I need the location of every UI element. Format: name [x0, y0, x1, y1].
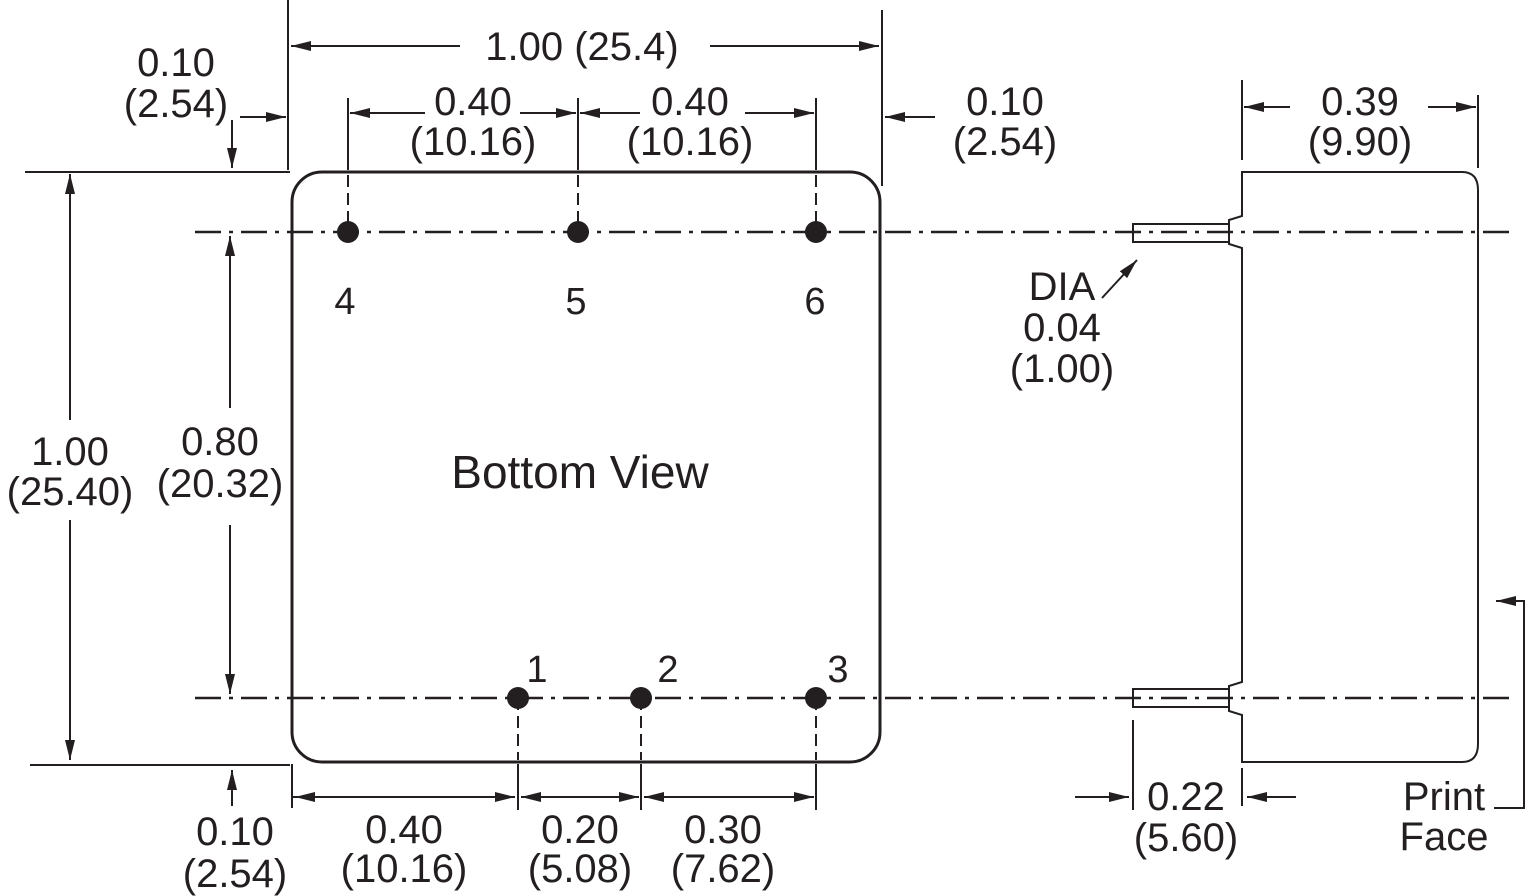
dim-pin-length-mm: (5.60) — [1134, 816, 1239, 860]
view-label: Bottom View — [451, 446, 709, 498]
dim-bottom-margin-mm: (2.54) — [183, 852, 288, 896]
dim-pin-dia-mm: (1.00) — [1010, 347, 1115, 391]
pin-label-2: 2 — [657, 649, 678, 691]
pin-label-6: 6 — [804, 281, 825, 323]
module-body-side-view — [1228, 171, 1479, 763]
module-body-bottom-view — [290, 170, 882, 764]
dim-right-margin-mm: (2.54) — [953, 120, 1058, 164]
pin-2 — [630, 687, 652, 709]
dim-pin-length-in: 0.22 — [1147, 775, 1225, 819]
dim-depth-mm: (9.90) — [1308, 120, 1413, 164]
dim-pitch-top-b-in: 0.40 — [651, 80, 729, 124]
dim-overall-width: 1.00 (25.4) — [485, 25, 678, 69]
dim-row-spacing-in: 0.80 — [181, 420, 259, 464]
dim-pitch-top-a-in: 0.40 — [434, 80, 512, 124]
pin-label-5: 5 — [565, 281, 586, 323]
pin-1 — [507, 687, 529, 709]
dim-bottom-b-mm: (5.08) — [528, 847, 633, 891]
pin-3 — [805, 687, 827, 709]
dim-right-margin-in: 0.10 — [966, 80, 1044, 124]
dim-left-margin-in: 0.10 — [137, 41, 215, 85]
dim-pitch-top-a-mm: (10.16) — [410, 120, 537, 164]
print-face-label-line1: Print — [1403, 775, 1485, 819]
dim-bottom-b-in: 0.20 — [541, 808, 619, 852]
dim-bottom-a-mm: (10.16) — [341, 847, 468, 891]
pin-label-3: 3 — [827, 649, 848, 691]
dim-pitch-top-b-mm: (10.16) — [627, 120, 754, 164]
print-face-label-line2: Face — [1400, 815, 1489, 859]
dim-bottom-c-mm: (7.62) — [671, 847, 776, 891]
pin-6 — [805, 221, 827, 243]
dim-pin-dia-in: 0.04 — [1023, 306, 1101, 350]
pin-label-4: 4 — [334, 281, 355, 323]
dim-row-spacing-mm: (20.32) — [157, 462, 284, 506]
dim-overall-height-mm: (25.40) — [7, 470, 134, 514]
dim-left-margin-mm: (2.54) — [124, 82, 229, 126]
pin-4 — [337, 221, 359, 243]
dim-bottom-a-in: 0.40 — [365, 808, 443, 852]
dim-pin-dia-label: DIA — [1029, 265, 1096, 309]
pins — [337, 221, 827, 709]
dim-depth-in: 0.39 — [1321, 80, 1399, 124]
dim-bottom-c-in: 0.30 — [684, 808, 762, 852]
pin-5 — [567, 221, 589, 243]
side-pin-bottom — [1132, 688, 1230, 708]
pin-label-1: 1 — [526, 649, 547, 691]
dim-bottom-margin-in: 0.10 — [196, 810, 274, 854]
side-pin-top — [1132, 223, 1230, 243]
dim-overall-height-in: 1.00 — [31, 430, 109, 474]
